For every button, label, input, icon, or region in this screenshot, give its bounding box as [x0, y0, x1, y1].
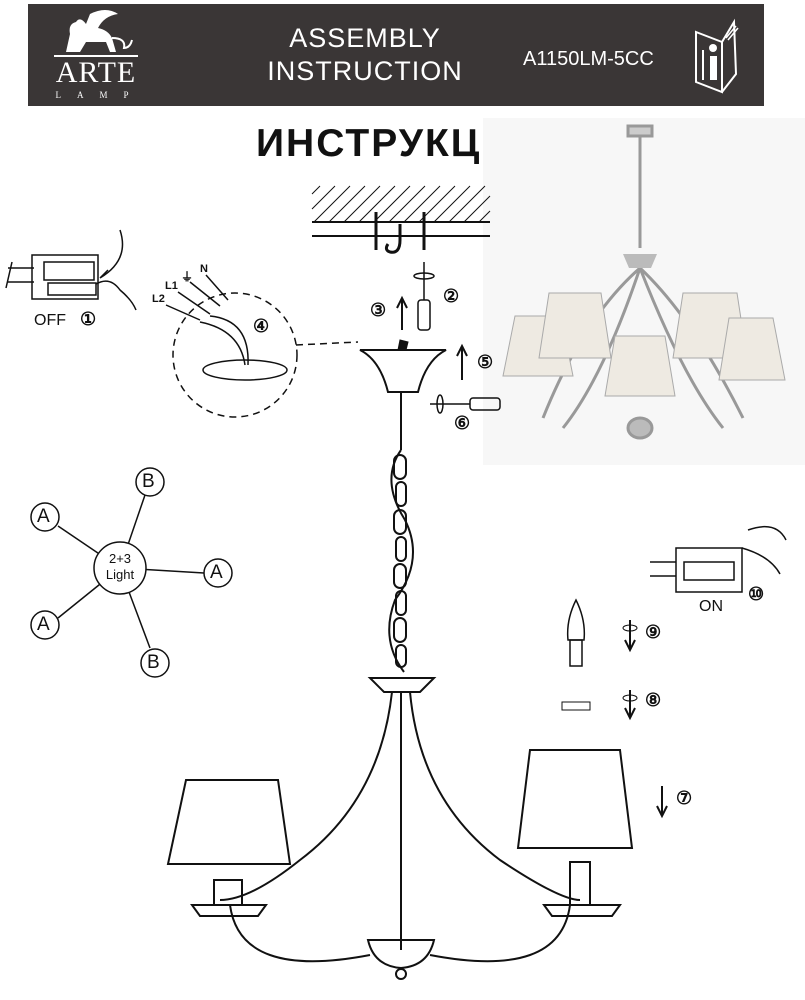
header-title: ASSEMBLY INSTRUCTION: [260, 22, 470, 88]
arm-label-b: B: [142, 471, 155, 492]
bulb-holder-ring-icon: [561, 701, 591, 711]
step-9-marker: ⑨: [645, 622, 662, 642]
switch-on-icon: [650, 525, 787, 593]
wiring-detail: [165, 274, 359, 418]
rotate-down-icon: [624, 690, 636, 721]
arrow-up-icon: [396, 295, 408, 330]
step-10-marker: ⑩: [748, 584, 765, 604]
arrow-up-icon: [456, 343, 468, 380]
header-title-line2: INSTRUCTION: [267, 56, 463, 86]
ceiling-icon: [311, 185, 491, 254]
ground-icon: ⏚: [181, 270, 194, 284]
step-4-marker: ④: [253, 316, 270, 336]
arm-label-a: A: [37, 614, 50, 635]
arrow-down-icon: [656, 786, 668, 819]
arm-layout-diagram: [30, 467, 233, 678]
brand-subtitle: LAMP: [55, 90, 145, 100]
step-5-marker: ⑤: [477, 352, 494, 372]
header-title-line1: ASSEMBLY: [289, 23, 441, 53]
brand-name: ARTE: [55, 56, 137, 89]
arm-label-a: A: [37, 506, 50, 527]
step-6-marker: ⑥: [454, 413, 471, 433]
chain-icon: [388, 392, 414, 673]
chandelier-photo: [502, 124, 786, 440]
step-3-marker: ③: [370, 300, 387, 320]
arm-center-line2: Light: [105, 567, 135, 582]
switch-off-icon: [5, 229, 137, 311]
wire-label-n: N: [200, 263, 208, 275]
brand-logo: ARTE LAMP: [46, 8, 146, 102]
step-2-marker: ②: [443, 286, 460, 306]
screwdriver-icon: [413, 262, 435, 331]
arm-label-a: A: [210, 562, 223, 583]
step-7-marker: ⑦: [676, 788, 693, 808]
step-8-marker: ⑧: [645, 690, 662, 710]
screwdriver-icon: [430, 394, 501, 414]
arm-center-line1: 2+3: [108, 551, 132, 566]
header-banner: ARTE LAMP ASSEMBLY INSTRUCTION A1150LM-5…: [28, 4, 764, 106]
step-1-marker: ①: [80, 309, 97, 329]
arm-label-b: B: [147, 652, 160, 673]
winged-lion-icon: [54, 10, 138, 57]
arm-center-label: 2+3 Light: [98, 551, 142, 583]
wire-label-l2: L2: [152, 293, 165, 305]
manual-info-icon: [695, 18, 739, 94]
model-number: A1150LM-5CC: [523, 48, 654, 70]
switch-off-label: OFF: [34, 312, 66, 329]
canopy-icon: [359, 349, 447, 393]
product-photo: [483, 118, 805, 465]
chandelier-drawing: [166, 677, 634, 980]
wire-label-l1: L1: [165, 280, 178, 292]
switch-on-label: ON: [699, 598, 723, 615]
candle-bulb-icon: [566, 598, 586, 667]
